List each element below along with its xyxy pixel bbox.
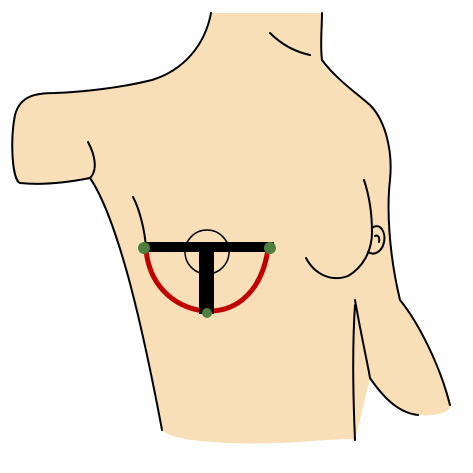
shoulder-right-line [321,59,451,406]
neck-right-line [320,12,323,61]
left-flank-line [89,177,163,431]
endpoint-marker-bottom [202,308,212,318]
right-breast-line [305,179,373,280]
right-nipple-inner [374,234,381,243]
torso-skin [12,13,451,444]
vertical-bar [199,243,214,314]
right-nipple-outline [367,225,386,255]
torso-left-side-line [87,141,96,179]
endpoint-marker-left [138,242,150,254]
neck-left-line [11,12,212,185]
nipple-circle [184,229,230,275]
endpoint-marker-right [264,242,276,254]
torso-outline [11,12,451,441]
surgical-markings [138,229,276,318]
neck-fold-line [269,32,311,56]
right-waist-line [352,304,356,441]
right-arm-inner-line [354,299,419,416]
horizontal-bar [144,242,274,252]
